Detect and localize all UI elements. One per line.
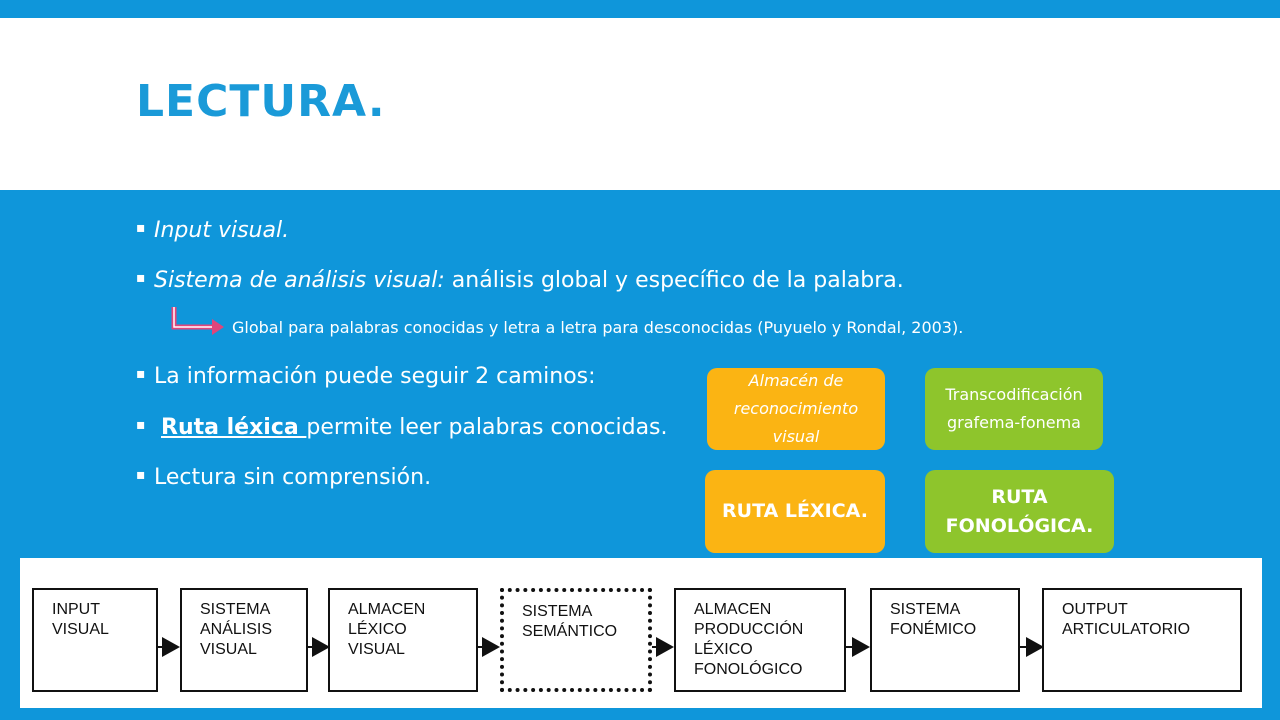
bullet-lectura-sin-comprension: ▪ Lectura sin comprensión. (136, 465, 431, 490)
bullet-dot: ▪ (136, 417, 146, 433)
node-output-articulatorio: OUTPUT ARTICULATORIO (1042, 588, 1242, 692)
ruta-lexica-box: RUTA LÉXICA. (705, 470, 885, 553)
bullet-ruta-lexica: ▪ Ruta léxica permite leer palabras cono… (136, 415, 668, 440)
ruta-lexica-link[interactable]: Ruta léxica (161, 415, 307, 440)
connector-arrow (846, 637, 870, 657)
connector-arrow (652, 637, 674, 657)
bullet-dot: ▪ (136, 220, 146, 236)
box-label: RUTA FONOLÓGICA. (945, 485, 1094, 537)
sub-note: Global para palabras conocidas y letra a… (232, 318, 964, 337)
almacen-reconocimiento-box: Almacén de reconocimiento visual (707, 368, 885, 450)
bullet-input-visual: ▪ Input visual. (136, 218, 289, 243)
node-input-visual: INPUT VISUAL (32, 588, 158, 692)
top-accent-bar (0, 0, 1280, 18)
box-label: Almacén de reconocimiento visual (733, 371, 859, 446)
node-almacen-produccion: ALMACEN PRODUCCIÓN LÉXICO FONOLÓGICO (674, 588, 846, 692)
bullet-dot: ▪ (136, 366, 146, 382)
node-almacen-lexico-visual: ALMACEN LÉXICO VISUAL (328, 588, 478, 692)
node-sistema-fonemico: SISTEMA FONÉMICO (870, 588, 1020, 692)
bullet-text: análisis global y específico de la palab… (444, 268, 904, 293)
bullet-sistema-analisis: ▪ Sistema de análisis visual: análisis gl… (136, 268, 904, 293)
bullet-text: Input visual. (154, 218, 290, 243)
bent-arrow-icon (171, 307, 224, 335)
box-label: RUTA LÉXICA. (722, 500, 868, 522)
transcodificacion-box: Transcodificación grafema-fonema (925, 368, 1103, 450)
bullet-italic-text: Sistema de análisis visual: (154, 268, 445, 293)
bullet-dot: ▪ (136, 467, 146, 483)
bullet-caminos: ▪ La información puede seguir 2 caminos: (136, 364, 596, 389)
node-sistema-analisis-visual: SISTEMA ANÁLISIS VISUAL (180, 588, 308, 692)
connector-arrow (158, 637, 180, 657)
connector-arrow (308, 637, 330, 657)
connector-arrow (1020, 637, 1044, 657)
box-label: Transcodificación grafema-fonema (945, 385, 1083, 432)
bullet-text: permite leer palabras conocidas. (306, 415, 668, 440)
bullet-text: La información puede seguir 2 caminos: (154, 364, 596, 389)
connector-arrow (478, 637, 500, 657)
slide-title: LECTURA. (136, 76, 386, 127)
bullet-text: Lectura sin comprensión. (154, 465, 432, 490)
bullet-dot: ▪ (136, 270, 146, 286)
node-sistema-semantico: SISTEMA SEMÁNTICO (500, 588, 652, 692)
ruta-fonologica-box: RUTA FONOLÓGICA. (925, 470, 1114, 553)
reading-model-diagram: INPUT VISUAL SISTEMA ANÁLISIS VISUAL ALM… (20, 558, 1262, 708)
